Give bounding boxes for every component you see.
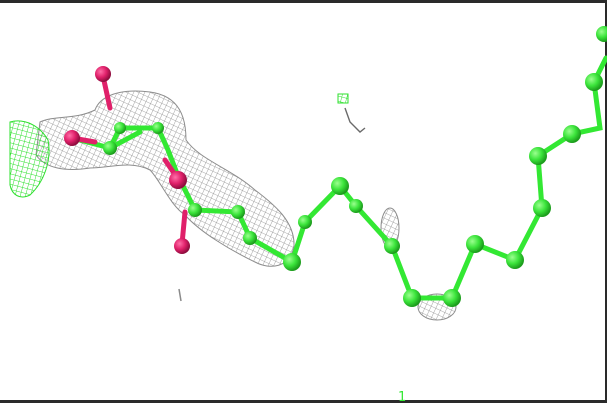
frame-bottom-border	[0, 400, 607, 403]
carbon-atom	[585, 73, 603, 91]
carbon-atom	[596, 26, 607, 42]
carbon-atom	[443, 289, 461, 307]
carbon-atom	[114, 122, 126, 134]
frame-top-border	[0, 0, 607, 3]
oxygen-atom	[174, 238, 190, 254]
carbon-atom	[188, 203, 202, 217]
green-density-mesh	[9, 93, 349, 198]
carbon-atom	[349, 199, 363, 213]
oxygen-atom	[64, 130, 80, 146]
oxygen-atom	[95, 66, 111, 82]
carbon-atom	[243, 231, 257, 245]
carbon-atom	[384, 238, 400, 254]
carbon-atom	[298, 215, 312, 229]
carbon-atom	[103, 141, 117, 155]
carbon-atom	[152, 122, 164, 134]
carbon-atom	[403, 289, 421, 307]
stray-mark	[178, 288, 182, 302]
stray-trace	[344, 107, 366, 133]
carbon-atom	[331, 177, 349, 195]
carbon-atom	[533, 199, 551, 217]
atom-label: 1	[398, 390, 406, 403]
carbon-atom	[231, 205, 245, 219]
oxygen-atom	[169, 171, 187, 189]
carbon-atom	[563, 125, 581, 143]
carbon-atoms	[103, 26, 607, 307]
oxygen-atoms	[64, 66, 190, 254]
density-mesh	[35, 90, 457, 321]
carbon-atom	[529, 147, 547, 165]
carbon-atom	[466, 235, 484, 253]
carbon-atom	[283, 253, 301, 271]
carbon-atom	[506, 251, 524, 269]
frame-right-border	[605, 0, 607, 403]
